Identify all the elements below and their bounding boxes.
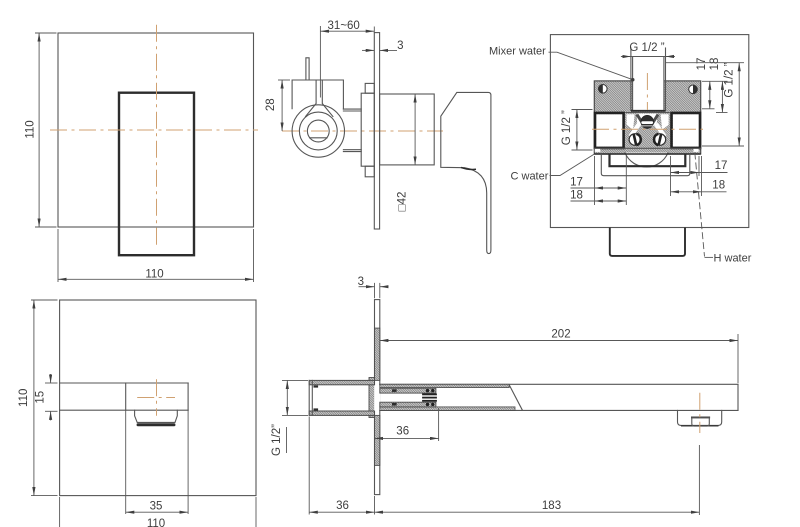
svg-text:36: 36	[336, 500, 349, 512]
svg-text:17: 17	[570, 176, 583, 188]
svg-text:18: 18	[712, 179, 725, 191]
svg-text:18: 18	[570, 189, 583, 201]
svg-text:Mixer water: Mixer water	[489, 46, 546, 58]
svg-text:□42: □42	[397, 192, 409, 212]
svg-text:3: 3	[358, 276, 364, 288]
svg-text:31~60: 31~60	[328, 20, 360, 32]
svg-text:C water: C water	[511, 171, 549, 183]
svg-text:110: 110	[145, 268, 163, 280]
svg-text:15: 15	[34, 391, 46, 404]
svg-text:17: 17	[715, 160, 728, 172]
svg-text:G 1/2 ”: G 1/2 ”	[629, 42, 664, 54]
svg-text:28: 28	[265, 98, 277, 111]
svg-text:110: 110	[147, 518, 165, 527]
svg-text:110: 110	[18, 389, 30, 407]
svg-text:110: 110	[24, 120, 36, 138]
svg-text:17: 17	[696, 58, 708, 71]
svg-text:36: 36	[396, 426, 409, 438]
svg-text:3: 3	[397, 40, 403, 52]
svg-text:H water: H water	[714, 253, 752, 265]
svg-text:G 1/2 ”: G 1/2 ”	[724, 62, 736, 97]
svg-text:G 1/2 ”: G 1/2 ”	[561, 110, 573, 145]
svg-text:183: 183	[542, 500, 561, 512]
svg-text:18: 18	[709, 58, 721, 71]
svg-text:202: 202	[551, 329, 570, 341]
svg-text:35: 35	[150, 500, 163, 512]
svg-text:G 1/2”: G 1/2”	[271, 424, 283, 456]
